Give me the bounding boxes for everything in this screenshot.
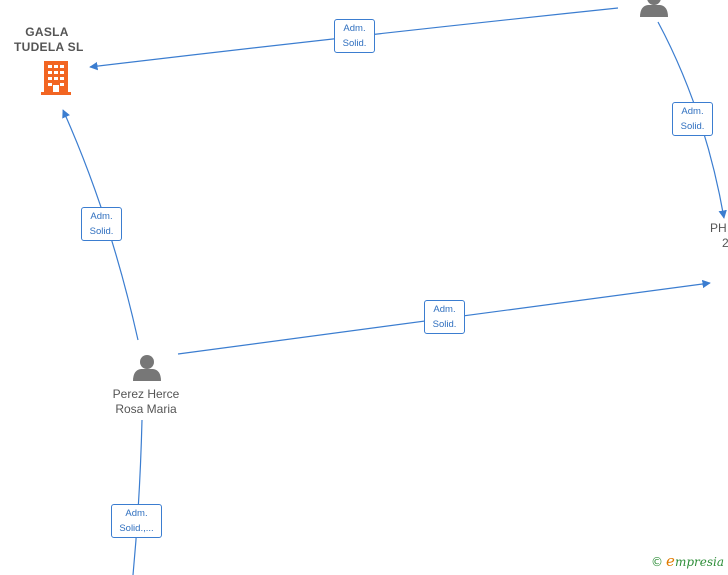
ph-node-line2: 2 xyxy=(722,236,728,250)
brand-name: mpresia xyxy=(674,555,724,569)
company-name-line1: GASLA xyxy=(25,25,69,39)
person-main-name-line1: Perez Herce xyxy=(112,387,180,401)
company-name-line2: TUDELA SL xyxy=(14,40,84,54)
empresia-logo: ©empresia xyxy=(651,552,724,570)
ph-node-line1: PH xyxy=(710,221,727,235)
brand-initial: e xyxy=(666,552,675,570)
person-icon xyxy=(640,0,668,17)
edge-label-line1: Adm. xyxy=(433,304,456,315)
edge-main-person-to-below xyxy=(132,419,143,575)
edge-label-line2: Solid.,... xyxy=(119,523,154,534)
edge-label-line2: Solid. xyxy=(342,38,367,49)
edge-label-line1: Adm. xyxy=(343,23,366,34)
edge-label-top-person-to-ph[interactable]: Adm. Solid. xyxy=(672,102,713,136)
edge-label-line2: Solid. xyxy=(680,121,705,132)
copyright-symbol: © xyxy=(651,555,664,569)
person-icon xyxy=(133,355,161,381)
edge-label-line2: Solid. xyxy=(432,319,457,330)
edge-label-main-person-to-ph[interactable]: Adm. Solid. xyxy=(424,300,465,334)
company-label[interactable]: GASLA TUDELA SL xyxy=(14,25,84,55)
ph-node-label[interactable]: PH 2 xyxy=(710,221,728,251)
person-main-name-line2: Rosa Maria xyxy=(115,402,177,416)
edge-label-line1: Adm. xyxy=(90,211,113,222)
edge-label-line1: Adm. xyxy=(125,508,148,519)
edge-label-main-person-to-company[interactable]: Adm. Solid. xyxy=(81,207,122,241)
edge-label-line2: Solid. xyxy=(89,226,114,237)
edge-label-main-person-to-below[interactable]: Adm. Solid.,... xyxy=(111,504,162,538)
building-icon xyxy=(41,61,71,95)
person-main-label[interactable]: Perez Herce Rosa Maria xyxy=(106,387,186,417)
edge-label-line1: Adm. xyxy=(681,106,704,117)
edge-label-top-person-to-company[interactable]: Adm. Solid. xyxy=(334,19,375,53)
